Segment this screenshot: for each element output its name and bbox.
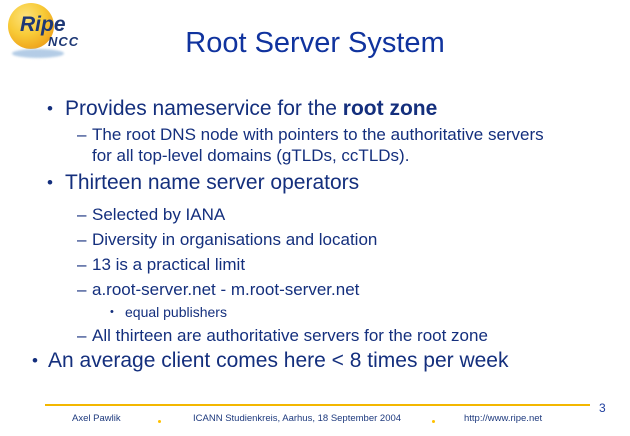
bullet-item: – Diversity in organisations and locatio… <box>0 229 615 250</box>
bullet-item: • equal publishers <box>0 304 615 321</box>
footer-url: http://www.ripe.net <box>464 413 543 424</box>
logo-shadow <box>12 49 64 58</box>
footer-divider <box>45 404 590 406</box>
dash-icon: – <box>77 255 87 274</box>
bullet-icon: • <box>47 99 53 118</box>
bullet-text: equal publishers <box>125 304 227 320</box>
bullet-text-bold-segment: root zone <box>342 97 438 120</box>
globe-icon <box>8 3 54 49</box>
bullet-text-segment: Provides nameservice for the <box>65 97 343 120</box>
bullet-text: An average client comes here < 8 times p… <box>48 349 509 372</box>
footer-event: ICANN Studienkreis, Aarhus, 18 September… <box>193 413 402 424</box>
dash-icon: – <box>77 205 87 224</box>
footer-separator-dot <box>158 420 161 423</box>
bullet-icon: • <box>110 306 114 318</box>
bullet-item: – 13 is a practical limit <box>0 254 615 275</box>
bullet-item: – All thirteen are authoritative servers… <box>0 325 615 346</box>
bullet-text: Selected by IANA <box>92 205 226 224</box>
bullet-text: 13 is a practical limit <box>92 255 246 274</box>
bullet-text: Thirteen name server operators <box>65 171 360 194</box>
bullet-item: – a.root-server.net - m.root-server.net <box>0 279 615 300</box>
bullet-icon: • <box>32 351 38 370</box>
dash-icon: – <box>77 280 87 299</box>
footer-author: Axel Pawlik <box>72 413 121 424</box>
bullet-icon: • <box>47 173 53 192</box>
page-number: 3 <box>599 401 606 415</box>
bullet-item: – Selected by IANA <box>0 204 615 225</box>
bullet-item: • An average client comes here < 8 times… <box>0 349 615 373</box>
bullet-text: The root DNS node with pointers to the a… <box>92 125 544 165</box>
bullet-item: – The root DNS node with pointers to the… <box>0 124 615 166</box>
bullet-list: • Provides nameservice for the root zone… <box>0 97 615 373</box>
page-title: Root Server System <box>185 27 445 59</box>
dash-icon: – <box>77 125 87 144</box>
dash-icon: – <box>77 230 87 249</box>
bullet-item: • Provides nameservice for the root zone <box>0 97 615 121</box>
bullet-text: Provides nameservice for the root zone <box>65 97 437 121</box>
bullet-text: a.root-server.net - m.root-server.net <box>92 280 360 299</box>
ripe-ncc-logo: Ripe NCC <box>8 3 118 63</box>
logo-ripe-text: Ripe <box>20 13 66 36</box>
bullet-text: Diversity in organisations and location <box>92 230 378 249</box>
dash-icon: – <box>77 326 87 345</box>
bullet-item: • Thirteen name server operators <box>0 171 615 195</box>
bullet-text: All thirteen are authoritative servers f… <box>92 326 488 345</box>
footer-separator-dot <box>432 420 435 423</box>
logo-ncc-text: NCC <box>48 34 80 49</box>
